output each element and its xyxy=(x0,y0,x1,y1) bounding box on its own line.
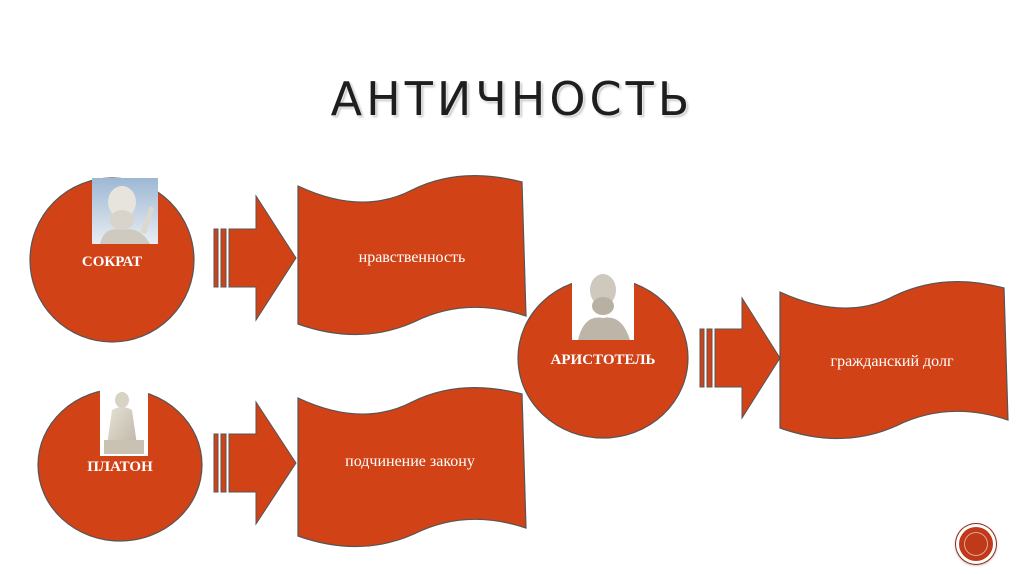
aristotle-portrait xyxy=(572,266,634,340)
socrates-label: СОКРАТ xyxy=(82,254,142,270)
concept-duty-label: гражданский долг xyxy=(831,353,954,370)
concept-banner-law: подчинение закону xyxy=(297,387,527,548)
slide-nav-button[interactable] xyxy=(956,524,996,564)
concept-banner-duty: гражданский долг xyxy=(779,281,1009,440)
plato-portrait xyxy=(100,388,148,456)
plato-label: ПЛАТОН xyxy=(87,459,153,475)
socrates-node: СОКРАТ xyxy=(29,177,195,343)
concept-law-label: подчинение закону xyxy=(345,453,475,470)
nav-button-ring-icon xyxy=(964,532,988,556)
socrates-portrait xyxy=(92,178,158,244)
arrow-socrates xyxy=(213,194,297,322)
aristotle-label: АРИСТОТЕЛЬ xyxy=(551,352,656,368)
aristotle-node: АРИСТОТЕЛЬ xyxy=(517,266,689,439)
arrow-aristotle xyxy=(699,296,781,420)
concept-morality-label: нравственность xyxy=(359,249,466,266)
slide-title: АНТИЧНОСТЬ xyxy=(330,72,694,126)
concept-banner-morality: нравственность xyxy=(297,175,527,336)
arrow-plato xyxy=(213,400,297,526)
plato-node: ПЛАТОН xyxy=(37,388,203,542)
